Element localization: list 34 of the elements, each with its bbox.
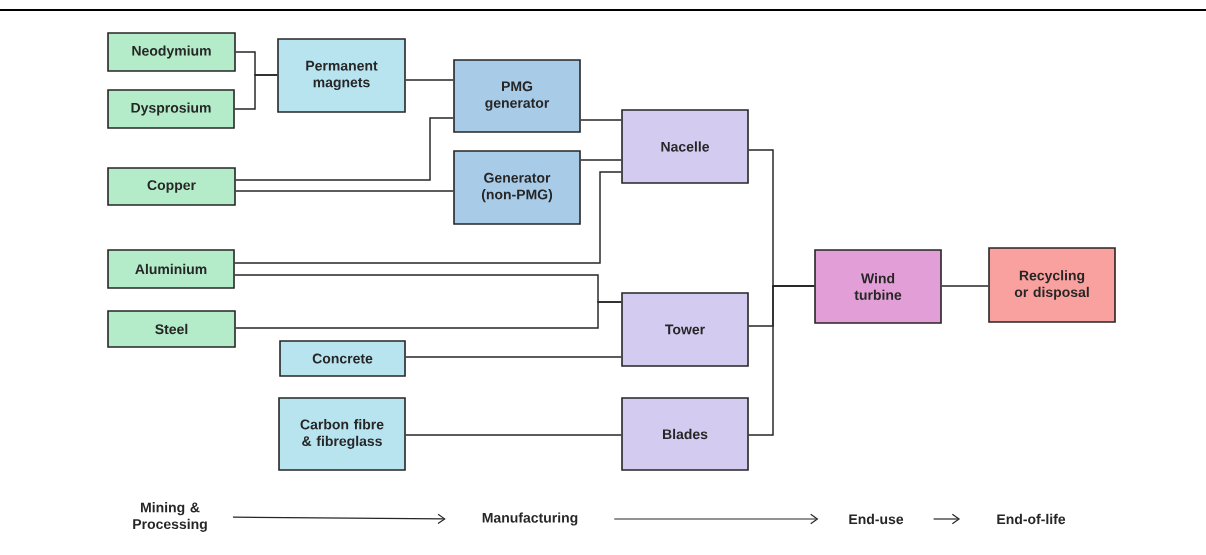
connector-line [580, 119, 622, 121]
stage-label: End-use [849, 513, 904, 525]
stage-label: Mining & Processing [133, 502, 207, 532]
component-box: Tower [621, 292, 749, 367]
component-box: PMG generator [453, 59, 581, 133]
material-box: Steel [107, 310, 236, 348]
component-box: Concrete [279, 340, 406, 377]
connector-line [405, 434, 622, 436]
connector-line [235, 301, 622, 329]
connector-line [234, 74, 278, 110]
connector-line [405, 79, 454, 81]
connector-line [235, 117, 454, 181]
stage-label: Manufacturing [482, 512, 578, 526]
component-box: Generator (non-PMG) [453, 150, 581, 225]
stage-arrow [933, 513, 961, 525]
material-box: Neodymium [107, 32, 236, 72]
connector-line [941, 285, 989, 287]
component-box: Blades [621, 397, 749, 471]
connector-line [234, 171, 622, 264]
connector-line [235, 190, 454, 192]
component-box: Nacelle [621, 109, 749, 184]
end-of-life-box: Recycling or disposal [988, 247, 1116, 323]
stage-arrow [613, 513, 819, 525]
material-box: Copper [107, 167, 236, 206]
stage-arrow [232, 513, 446, 525]
connector-line [580, 159, 622, 161]
product-box: Wind turbine [814, 249, 942, 324]
component-box: Permanent magnets [277, 38, 406, 113]
material-box: Aluminium [107, 249, 235, 289]
component-box: Carbon fibre & fibreglass [278, 397, 406, 471]
connector-line [405, 356, 622, 358]
stage-label: End-of-life [997, 513, 1066, 525]
material-box: Dysprosium [107, 89, 235, 129]
connector-line [748, 285, 815, 436]
